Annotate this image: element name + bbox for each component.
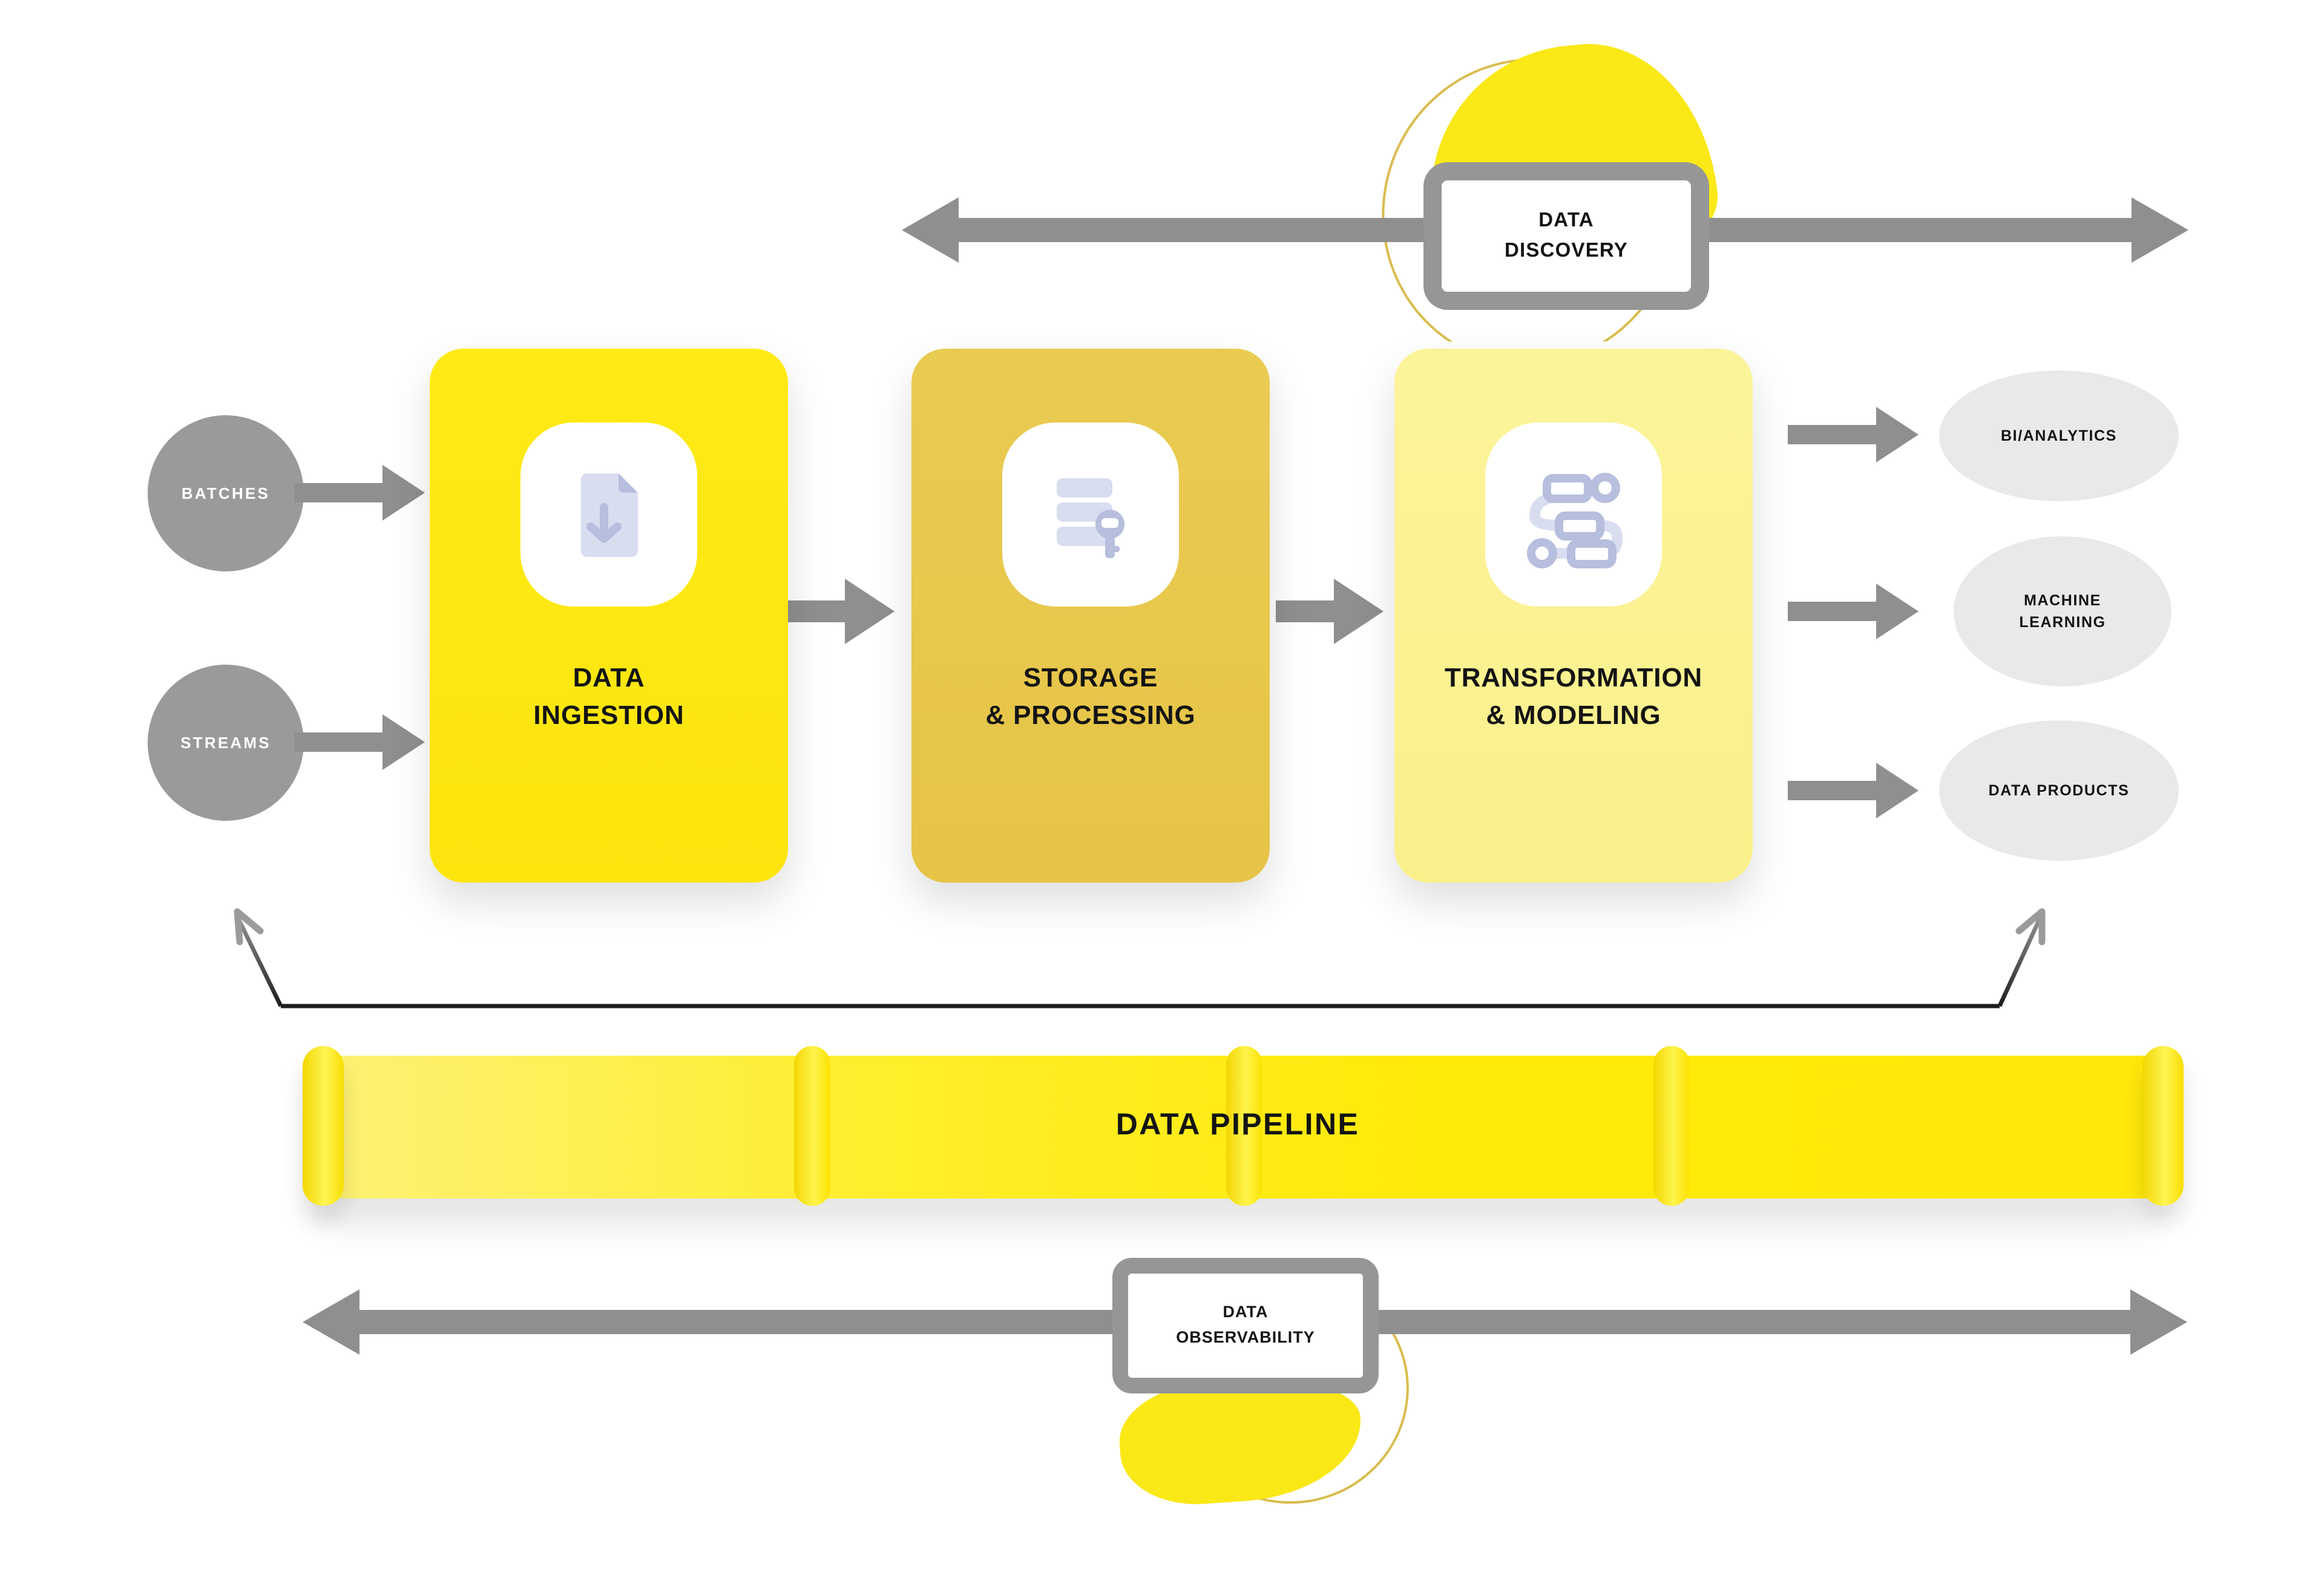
output-data-products: DATA PRODUCTS [1939,720,2179,861]
feedback-right-arrowhead [2015,908,2046,946]
data-discovery-label-box: DATA DISCOVERY [1423,162,1709,310]
storage-icon-tile [1002,423,1179,607]
storage-to-transformation-arrow-shaft [1276,600,1334,622]
file-download-icon [581,473,638,557]
pipeline-coupling-3 [1653,1046,1690,1206]
stage-transformation-modeling: TRANSFORMATION & MODELING [1394,349,1753,883]
to-products-arrow-head [1876,763,1919,818]
source-batches: BATCHES [148,415,304,571]
ingestion-title-line2: INGESTION [533,700,684,731]
transformation-icon-tile [1485,423,1662,607]
streams-arrow-head [382,714,425,770]
discovery-line2: DISCOVERY [1505,240,1628,262]
observability-line1: DATA [1223,1303,1269,1321]
to-products-arrow-shaft [1788,781,1876,800]
stage-storage-processing: STORAGE & PROCESSING [911,349,1270,883]
batches-arrow-shaft [294,483,382,502]
pipeline-label: DATA PIPELINE [1115,1108,1360,1142]
source-streams-label: STREAMS [180,734,271,752]
output-ml-label-line2: LEARNING [2019,614,2106,631]
source-streams: STREAMS [148,665,304,821]
feedback-left-arrowhead [234,908,264,946]
ingestion-title: DATA INGESTION [430,659,788,734]
storage-title: STORAGE & PROCESSING [911,659,1270,734]
to-bi-arrow-shaft [1788,425,1876,444]
source-batches-label: BATCHES [181,484,271,502]
to-bi-arrow-head [1876,407,1919,462]
output-machine-learning: MACHINE LEARNING [1954,536,2171,686]
output-ml-label-line1: MACHINE [2024,591,2101,609]
pipeline-left-cap [303,1046,344,1206]
ingestion-title-line1: DATA [573,662,645,692]
to-ml-arrow-shaft [1788,602,1876,621]
workflow-icon [1527,473,1623,568]
pipeline-right-cap [2142,1046,2184,1206]
to-ml-arrow-head [1876,584,1919,639]
discovery-line1: DATA [1538,209,1594,232]
batches-arrow-head [382,465,425,521]
ingestion-to-storage-arrow-shaft [787,600,845,622]
storage-to-transformation-arrow-head [1334,579,1384,644]
storage-title-line1: STORAGE [1023,662,1158,692]
database-key-icon [1057,478,1124,558]
discovery-arrow-right-head [2132,197,2188,263]
stage-data-ingestion: DATA INGESTION [430,349,788,883]
transformation-title-line2: & MODELING [1486,700,1661,731]
streams-arrow-shaft [294,732,382,752]
observability-arrow-left-head [303,1289,359,1355]
output-data-products-label: DATA PRODUCTS [1988,781,2130,799]
pipeline-coupling-2 [1226,1046,1262,1206]
pipeline-coupling-1 [794,1046,830,1206]
ingestion-icon-tile [520,423,697,607]
ingestion-to-storage-arrow-head [845,579,894,644]
observability-line2: OBSERVABILITY [1176,1328,1315,1346]
output-bi-analytics: BI/ANALYTICS [1939,370,2179,501]
discovery-arrow-left-head [902,197,959,263]
storage-title-line2: & PROCESSING [985,700,1196,731]
output-bi-analytics-label: BI/ANALYTICS [2001,427,2117,444]
observability-arrow-right-head [2130,1289,2187,1355]
data-observability-label-box: DATA OBSERVABILITY [1112,1258,1379,1393]
transformation-title-line1: TRANSFORMATION [1445,662,1702,692]
transformation-title: TRANSFORMATION & MODELING [1394,659,1753,734]
